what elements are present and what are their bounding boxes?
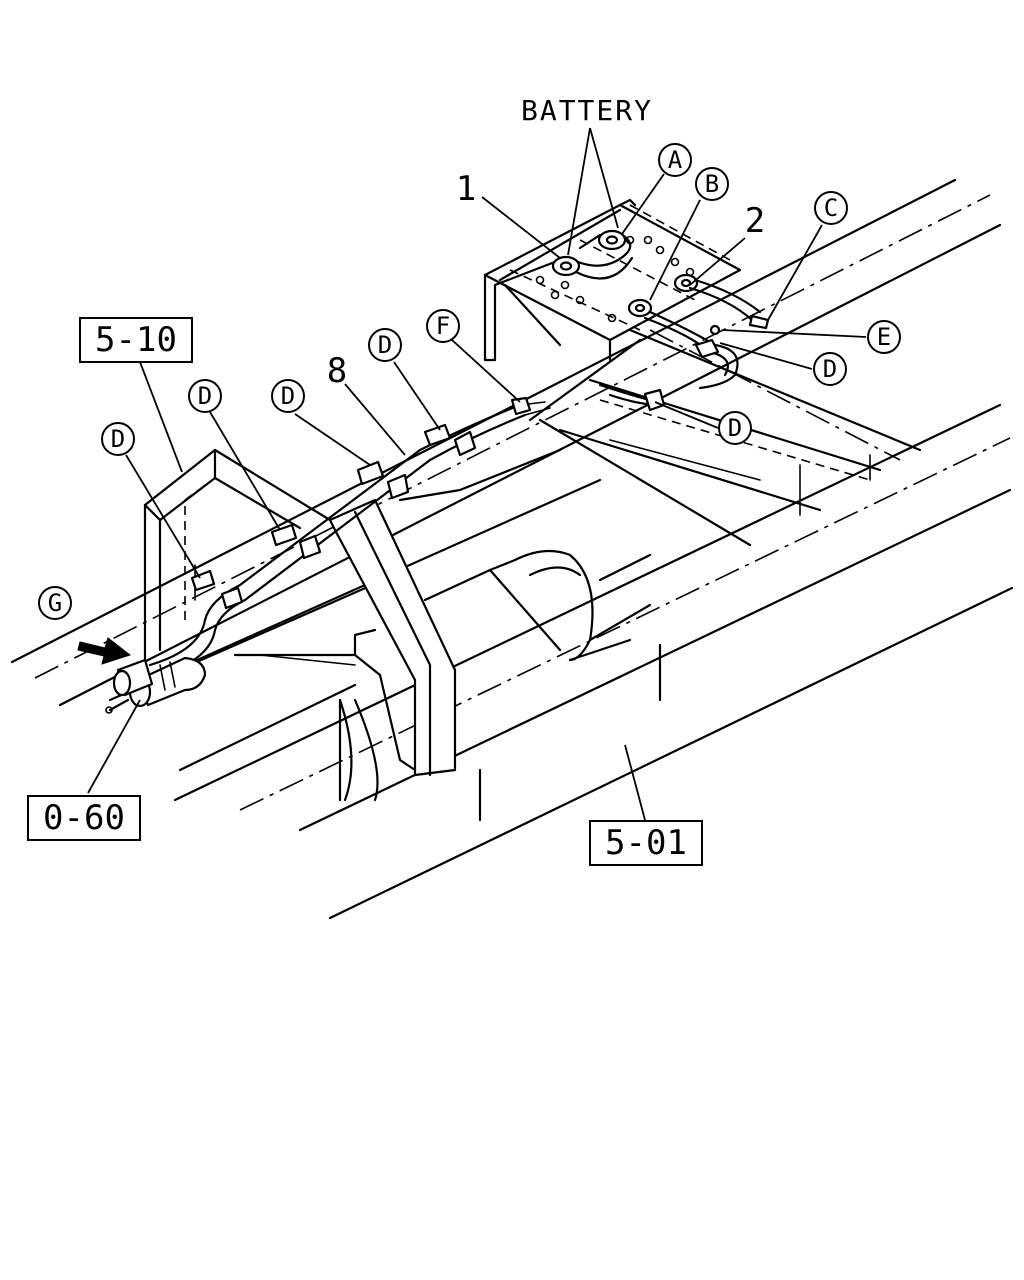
reference-5-10[interactable]: 5-10: [79, 317, 193, 363]
callout-d-letter: D: [198, 382, 212, 410]
reference-5-01-text: 5-01: [605, 823, 687, 863]
connector-assembly: [105, 656, 207, 714]
propeller-shaft: [423, 549, 652, 662]
callout-e-letter: E: [877, 323, 891, 351]
main-harness: [148, 396, 551, 677]
callout-g-letter: G: [48, 589, 62, 617]
callout-f-letter: F: [436, 312, 450, 340]
reference-0-60-text: 0-60: [43, 798, 125, 838]
reference-5-10-text: 5-10: [95, 320, 177, 360]
callout-d-cable-clamp: D: [718, 411, 752, 445]
battery-label-text: BATTERY: [521, 94, 653, 127]
leader-lines: [87, 127, 867, 821]
callout-b: B: [695, 167, 729, 201]
callout-d-battery-bracket: D: [813, 352, 847, 386]
callout-d-letter: D: [728, 414, 742, 442]
part-number-8: 8: [327, 351, 347, 391]
part-number-2: 2: [745, 201, 765, 241]
battery-box: [483, 198, 742, 362]
callout-d-harness-2: D: [271, 379, 305, 413]
direction-arrow: [77, 637, 132, 665]
battery-terminals: [551, 229, 699, 318]
callout-c: C: [814, 191, 848, 225]
callout-e: E: [867, 320, 901, 354]
callout-d-letter: D: [378, 331, 392, 359]
callout-d-harness-4: D: [101, 422, 135, 456]
callout-a: A: [658, 143, 692, 177]
battery-cables: [598, 278, 770, 412]
frame-rails: [10, 178, 1014, 920]
callout-b-letter: B: [705, 170, 719, 198]
callout-d-harness-3: D: [188, 379, 222, 413]
reference-0-60[interactable]: 0-60: [27, 795, 141, 841]
harness-clamps: [190, 423, 477, 610]
callout-d-letter: D: [823, 355, 837, 383]
reference-5-01[interactable]: 5-01: [589, 820, 703, 866]
callout-f: F: [426, 309, 460, 343]
cross-member: [143, 448, 332, 662]
part-number-1: 1: [456, 169, 476, 209]
callout-a-letter: A: [668, 146, 683, 174]
transmission-housing: [233, 448, 562, 802]
callout-g: G: [38, 586, 72, 620]
callout-d-letter: D: [281, 382, 295, 410]
battery-label: BATTERY: [521, 94, 653, 127]
callout-d-letter: D: [111, 425, 125, 453]
callout-d-harness-1: D: [368, 328, 402, 362]
callout-c-letter: C: [824, 194, 838, 222]
battery-vent-holes: [535, 235, 695, 323]
